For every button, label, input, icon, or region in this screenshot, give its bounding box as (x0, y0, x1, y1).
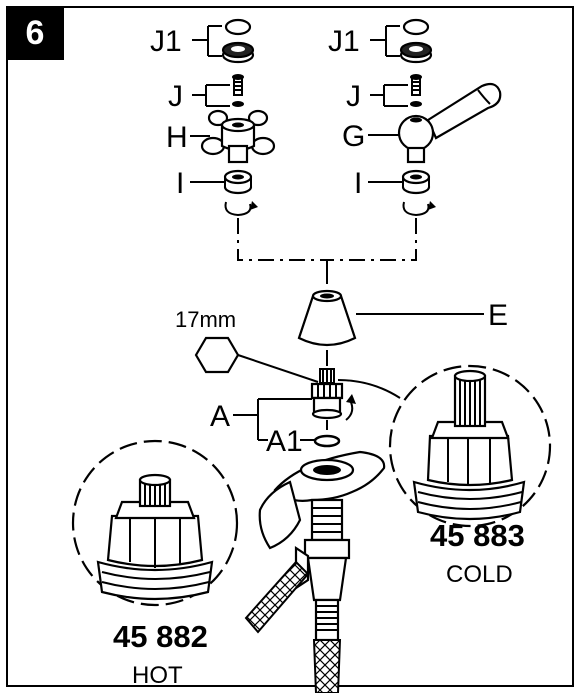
step-number-badge: 6 (6, 6, 64, 60)
cold-cartridge-number: 45 883 (430, 518, 525, 553)
valve-body (244, 450, 386, 693)
cap-insert-j1-right (402, 18, 430, 36)
label-e: E (488, 299, 508, 332)
label-a: A (210, 400, 230, 433)
rotate-arrow-right (402, 201, 436, 217)
left-handle-assembly (200, 18, 328, 268)
escutcheon-e (297, 268, 357, 366)
cross-handle-h (200, 109, 276, 164)
cap-disc-right (399, 41, 433, 64)
hot-cartridge-detail (71, 439, 239, 607)
label-j-right: J (346, 80, 361, 113)
label-h: H (166, 121, 188, 154)
cap-disc-left (221, 41, 255, 64)
o-ring-a1 (313, 434, 341, 448)
hot-cartridge-number: 45 882 (113, 619, 208, 654)
right-handle-assembly (327, 18, 502, 261)
label-wrench-size: 17mm (175, 307, 236, 332)
hex-wrench-icon (194, 336, 240, 374)
washer-j-right (410, 101, 422, 107)
leader-lines (190, 25, 484, 441)
hot-caption: HOT (132, 662, 183, 689)
detail-connector (337, 379, 401, 399)
washer-j-left (232, 101, 244, 107)
rotate-arrow-left (224, 201, 258, 217)
adapter-ring-i-left (223, 169, 253, 195)
cold-cartridge-detail (388, 364, 552, 528)
label-i-left: I (176, 167, 184, 200)
screw-j-left (232, 74, 244, 96)
label-j1-right: J1 (328, 25, 360, 58)
label-g: G (342, 120, 365, 153)
label-j1-left: J1 (150, 25, 182, 58)
screw-j-right (410, 74, 422, 96)
cap-insert-j1-left (224, 18, 252, 36)
lever-handle-g (397, 82, 502, 164)
label-j-left: J (168, 80, 183, 113)
cartridge-a (310, 368, 356, 421)
label-i-right: I (354, 167, 362, 200)
adapter-ring-i-right (401, 169, 431, 195)
label-a1: A1 (266, 425, 303, 458)
cold-caption: COLD (446, 561, 513, 588)
